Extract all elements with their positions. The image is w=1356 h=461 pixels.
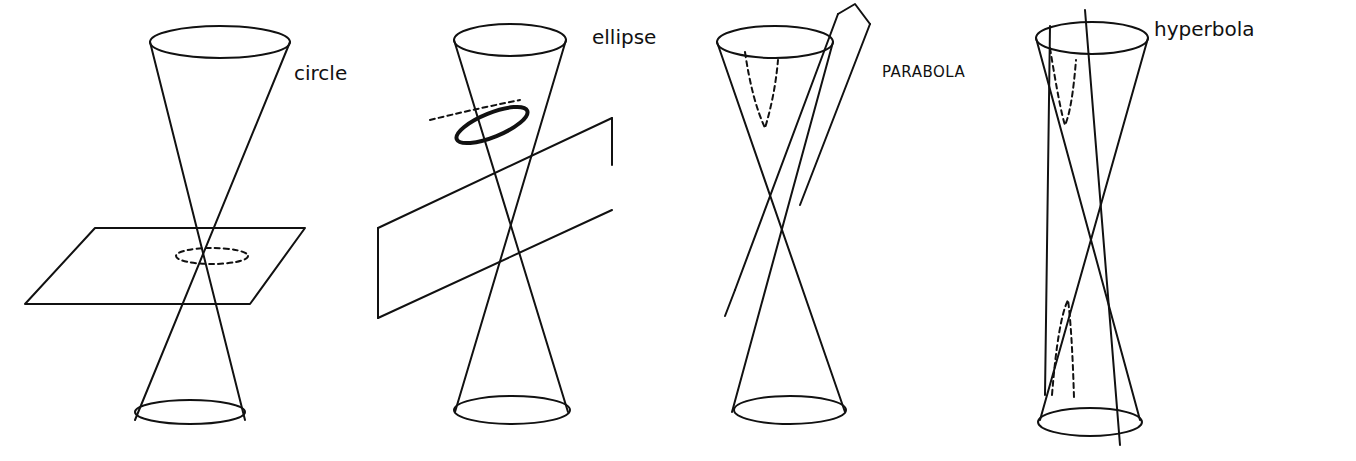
conic-label: circle [292, 62, 349, 84]
cone-hyperbola [1036, 10, 1148, 445]
conic-label: PARABOLA [880, 64, 967, 81]
conic-label: hyperbola [1152, 18, 1256, 40]
cone-parabola [717, 4, 870, 424]
cone-circle [25, 26, 305, 424]
conic-label: ellipse [590, 26, 658, 48]
cone-ellipse [378, 24, 612, 424]
